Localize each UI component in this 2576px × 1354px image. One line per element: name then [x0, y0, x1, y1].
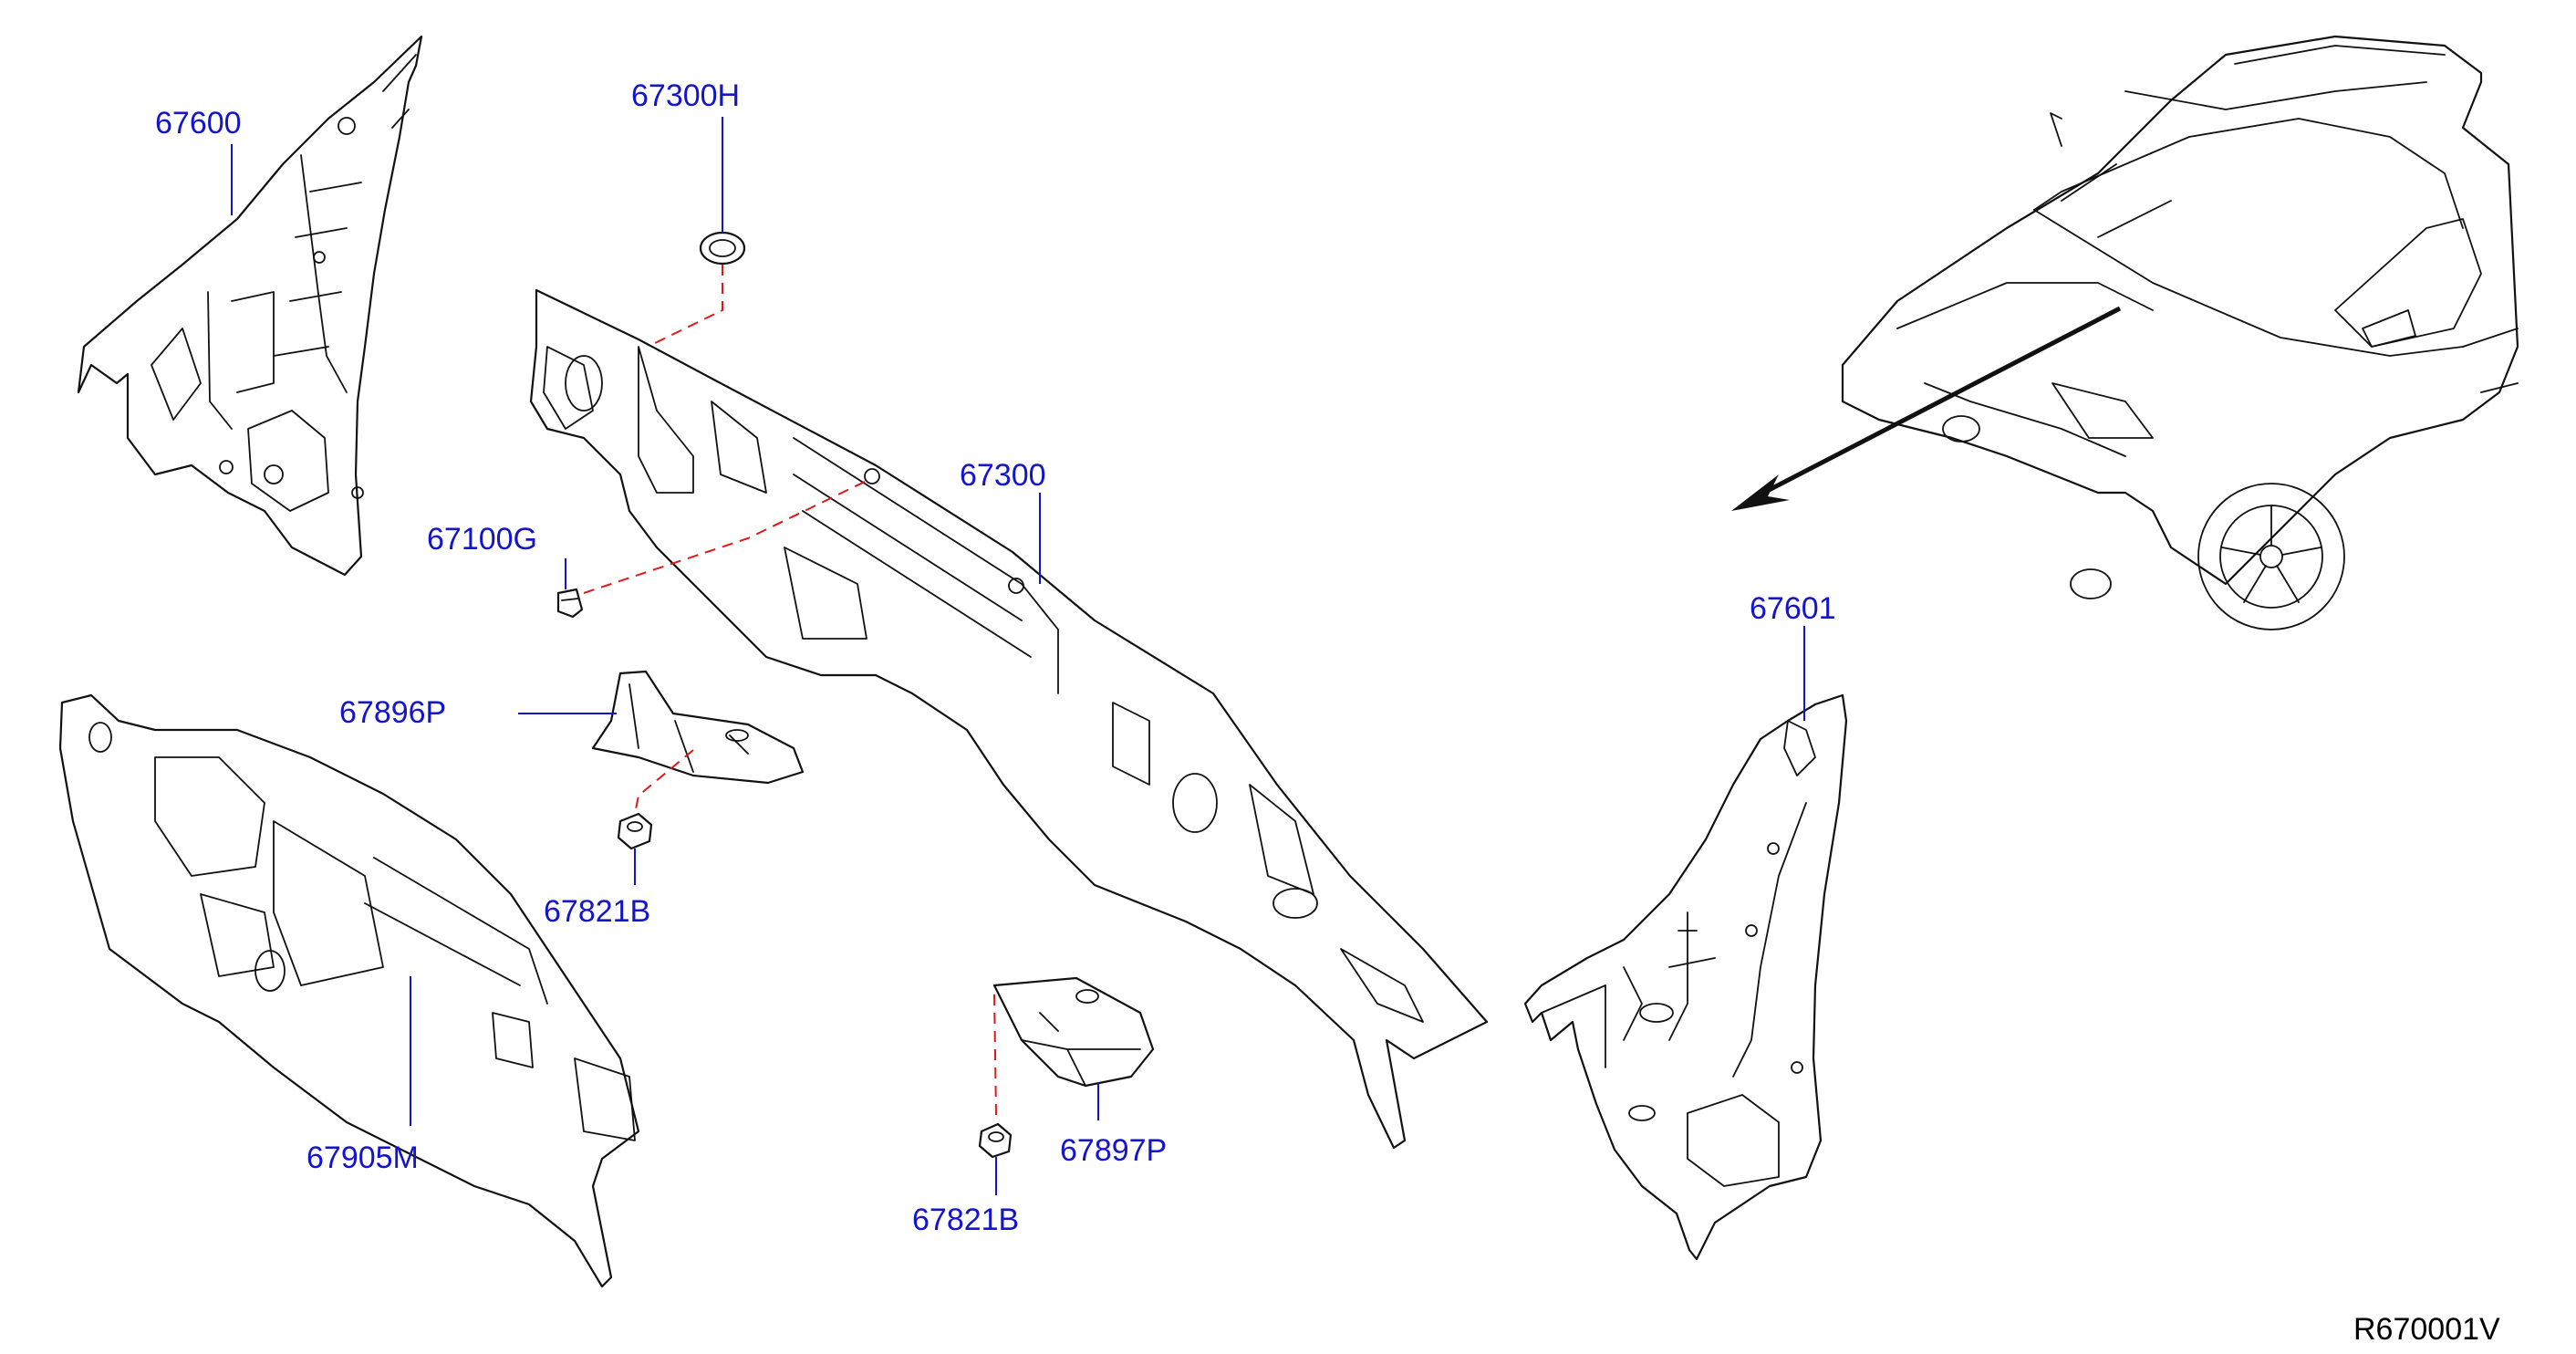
label-67896P: 67896P: [339, 695, 446, 730]
label-67300: 67300: [960, 458, 1046, 493]
label-67300H: 67300H: [631, 78, 740, 113]
part-67896P-drawing: [591, 670, 805, 785]
part-67821B-upper-drawing: [617, 812, 653, 850]
dash-67100G-to-panel: [583, 479, 869, 594]
part-67100G-drawing: [556, 588, 584, 619]
label-67905M: 67905M: [306, 1140, 419, 1175]
dash-67896P-to-nut: [634, 749, 694, 815]
part-67905M-drawing: [58, 693, 640, 1288]
label-67601: 67601: [1750, 591, 1836, 626]
dash-67300H-to-panel: [650, 265, 723, 346]
dash-67897P-to-nut: [993, 994, 997, 1116]
reference-code: R670001V: [2353, 1312, 2500, 1347]
label-67897P: 67897P: [1060, 1133, 1167, 1168]
label-67100G: 67100G: [427, 522, 537, 557]
label-67821B-lower: 67821B: [912, 1203, 1019, 1237]
part-67897P-drawing: [992, 976, 1155, 1088]
part-67821B-lower-drawing: [978, 1122, 1013, 1159]
part-67300H-drawing: [699, 231, 746, 266]
front-direction-arrow: [1731, 306, 2122, 511]
label-67600: 67600: [155, 106, 242, 141]
part-67600-drawing: [77, 35, 423, 577]
part-67601-drawing: [1523, 693, 1848, 1261]
vehicle-locator-drawing: [1841, 35, 2519, 630]
label-67821B-upper: 67821B: [544, 894, 650, 929]
